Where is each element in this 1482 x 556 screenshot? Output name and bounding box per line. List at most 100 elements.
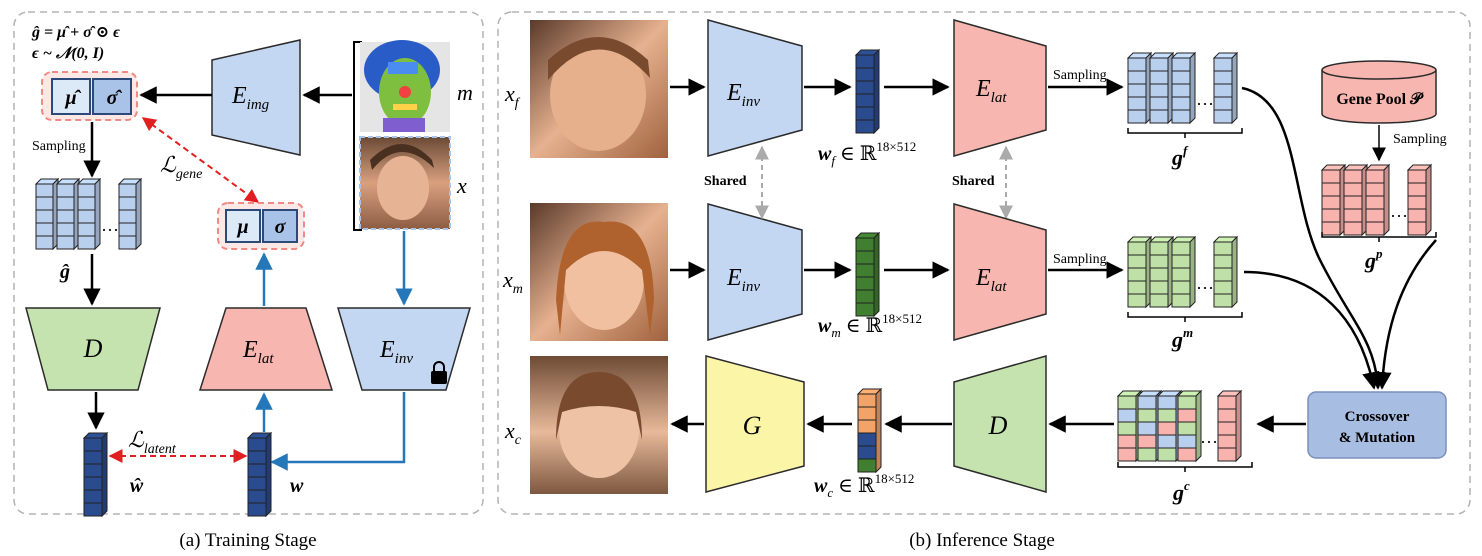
cell xyxy=(855,237,875,252)
cell xyxy=(1149,109,1169,124)
face-x-skin xyxy=(377,156,429,220)
e-lat-encoder-f xyxy=(953,19,1047,157)
cell xyxy=(1213,96,1233,111)
e-lat-m-label: Elat xyxy=(975,265,1007,295)
gf-gene-block: ··· xyxy=(1126,51,1239,125)
ghat-gene-block: ··· xyxy=(34,177,143,251)
e-inv-encoder-m xyxy=(707,203,803,341)
e-lat-a-label: Elat xyxy=(242,337,274,367)
cell xyxy=(1171,293,1191,308)
cell-side xyxy=(1231,51,1238,125)
mask-label: m xyxy=(457,80,473,105)
mask-mouth xyxy=(393,104,417,110)
cell xyxy=(1213,241,1233,256)
cell-side xyxy=(1425,163,1432,237)
cell xyxy=(1127,96,1147,111)
cell xyxy=(855,67,875,82)
cell xyxy=(855,80,875,95)
cell xyxy=(1127,109,1147,124)
cell xyxy=(1127,293,1147,308)
cell xyxy=(1171,254,1191,269)
cell xyxy=(1157,408,1177,423)
cell xyxy=(1117,434,1137,449)
gene-column xyxy=(1212,51,1239,125)
cell xyxy=(77,196,96,211)
e-img-label: Eimg xyxy=(231,83,270,113)
cell xyxy=(855,263,875,278)
cell xyxy=(247,476,267,491)
cell xyxy=(1157,395,1177,410)
cell xyxy=(1177,421,1197,436)
cell xyxy=(855,276,875,291)
cell xyxy=(1321,182,1341,197)
cell xyxy=(1137,395,1157,410)
w-latent xyxy=(246,431,273,518)
cell xyxy=(1137,434,1157,449)
eq-line-2: ϵ ~ 𝒩(0, I) xyxy=(32,45,104,62)
cell xyxy=(1127,57,1147,72)
decoder-a xyxy=(25,307,161,391)
cell xyxy=(1365,195,1385,210)
cell xyxy=(1343,182,1363,197)
cell xyxy=(1217,408,1237,423)
ellipsis: ··· xyxy=(1196,278,1214,298)
cell xyxy=(1127,254,1147,269)
cell-side xyxy=(265,431,272,518)
panel-b-frame xyxy=(497,11,1471,515)
cell xyxy=(118,196,137,211)
cell xyxy=(1177,408,1197,423)
cell xyxy=(1171,83,1191,98)
gene-column xyxy=(76,177,102,251)
cell xyxy=(855,119,875,134)
cell xyxy=(1407,208,1427,223)
gp-brace xyxy=(1321,232,1437,242)
cell xyxy=(1149,254,1169,269)
gm-gene-block: ··· xyxy=(1126,235,1239,309)
wf-dim-label: wf ∈ ℝ18×512 xyxy=(818,139,916,168)
cell xyxy=(1171,96,1191,111)
gene-column xyxy=(1320,163,1347,237)
e-inv-m-label: Einv xyxy=(726,265,760,295)
gene-column xyxy=(1126,51,1153,125)
cell xyxy=(247,437,267,452)
cell xyxy=(855,54,875,69)
cell xyxy=(857,419,877,434)
xc-label: xc xyxy=(504,418,522,448)
cell xyxy=(857,432,877,447)
cell-side xyxy=(135,177,142,251)
cell xyxy=(1157,421,1177,436)
cell xyxy=(1137,421,1157,436)
cell xyxy=(118,235,137,250)
xf-hair xyxy=(548,37,650,80)
e-lat-f-label: Elat xyxy=(975,76,1007,106)
cell xyxy=(77,183,96,198)
gm-brace xyxy=(1127,312,1243,322)
w-hat-latent xyxy=(82,431,109,518)
shared-label-elat: Shared xyxy=(952,174,995,189)
mask-neck xyxy=(383,118,425,132)
cell xyxy=(1213,280,1233,295)
decoder-b xyxy=(953,355,1047,493)
cell xyxy=(1213,293,1233,308)
mu-label: μ xyxy=(236,216,248,238)
w-label: w xyxy=(290,475,304,497)
cell xyxy=(1137,447,1157,462)
cell xyxy=(56,183,75,198)
cell xyxy=(1127,83,1147,98)
cell xyxy=(1171,57,1191,72)
cell xyxy=(1321,169,1341,184)
cell xyxy=(77,235,96,250)
cell xyxy=(118,222,137,237)
arrow-gf-to-crossover xyxy=(1241,86,1386,390)
cell xyxy=(1117,408,1137,423)
gf-brace xyxy=(1127,128,1243,138)
decoder-b-label: D xyxy=(988,411,1008,440)
cell xyxy=(1157,447,1177,462)
gene-column xyxy=(1216,389,1243,463)
cell xyxy=(1365,182,1385,197)
cell xyxy=(1171,70,1191,85)
cell xyxy=(1343,195,1363,210)
cell-side xyxy=(1189,51,1196,125)
cell xyxy=(1365,221,1385,236)
cell xyxy=(1171,109,1191,124)
